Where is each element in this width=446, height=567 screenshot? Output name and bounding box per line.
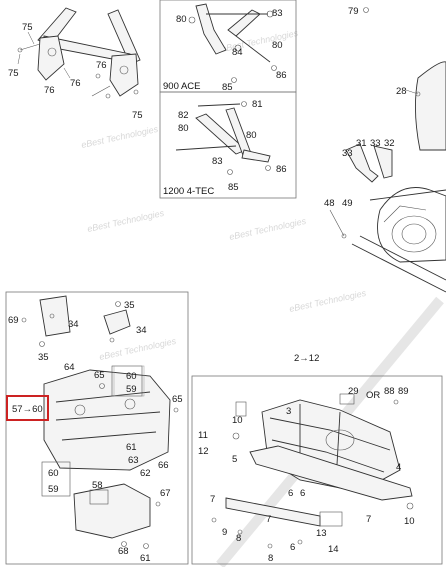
callout-86: 86 — [276, 70, 287, 81]
tec-tie-rods — [175, 101, 271, 175]
watermark: eBest Technologies — [86, 208, 165, 234]
callout-62: 62 — [140, 468, 151, 479]
watermark: eBest Technologies — [80, 124, 159, 150]
callout-89: 89 — [398, 386, 409, 397]
callout-57-60[interactable]: 57→60 — [12, 404, 43, 415]
callout-6: 6 — [290, 542, 295, 553]
callout-6: 6 — [300, 488, 305, 499]
watermark: eBest Technologies — [228, 216, 307, 242]
callout-79: 79 — [348, 6, 359, 17]
callout-85: 85 — [228, 182, 239, 193]
inset-front-bulkhead — [5, 291, 189, 565]
callout-8: 8 — [236, 533, 241, 544]
callout-34: 34 — [68, 319, 79, 330]
callout-84: 84 — [232, 47, 243, 58]
callout-6: 6 — [288, 488, 293, 499]
callout-85: 85 — [222, 82, 233, 93]
callout-64: 64 — [64, 362, 75, 373]
chassis-assembly — [329, 61, 446, 293]
callout-5: 5 — [232, 454, 237, 465]
callout-83: 83 — [212, 156, 223, 167]
watermark: eBest Technologies — [288, 288, 367, 314]
callout-76: 76 — [44, 85, 55, 96]
caption-900-ace: 900 ACE — [163, 81, 201, 92]
callout-67: 67 — [160, 488, 171, 499]
callout-76: 76 — [96, 60, 107, 71]
callout-66: 66 — [158, 460, 169, 471]
callout-60: 60 — [48, 468, 59, 479]
callout-7: 7 — [266, 514, 271, 525]
callout-33: 33 — [370, 138, 381, 149]
callout-or: OR — [366, 390, 380, 401]
callout-10: 10 — [232, 415, 243, 426]
callout-86: 86 — [276, 164, 287, 175]
callout-81: 81 — [252, 99, 263, 110]
front-frame-parts — [211, 393, 414, 549]
callout-14: 14 — [328, 544, 339, 555]
callout-88: 88 — [384, 386, 395, 397]
callout-60: 60 — [126, 371, 137, 382]
callout-48: 48 — [324, 198, 335, 209]
callout-49: 49 — [342, 198, 353, 209]
callout-13: 13 — [316, 528, 327, 539]
callout-9: 9 — [222, 527, 227, 538]
callout-7: 7 — [366, 514, 371, 525]
callout-83: 83 — [272, 8, 283, 19]
callout-34: 34 — [136, 325, 147, 336]
callout-65: 65 — [172, 394, 183, 405]
callout-59: 59 — [48, 484, 59, 495]
bulkhead-parts — [21, 295, 179, 549]
callout-61: 61 — [140, 553, 151, 564]
callout-35: 35 — [38, 352, 49, 363]
highlight-box[interactable] — [6, 395, 49, 421]
callout-63: 63 — [128, 455, 139, 466]
callout-61: 61 — [126, 442, 137, 453]
callout-75: 75 — [22, 22, 33, 33]
callout-65: 65 — [94, 370, 105, 381]
callout-10: 10 — [404, 516, 415, 527]
callout-80: 80 — [246, 130, 257, 141]
callout-32: 32 — [384, 138, 395, 149]
callout-82: 82 — [178, 110, 189, 121]
inset-front-frame — [191, 375, 443, 565]
callout-11: 11 — [198, 430, 208, 441]
ref-box-60-59 — [113, 365, 145, 397]
callout-4: 4 — [396, 462, 401, 473]
callout-75: 75 — [132, 110, 143, 121]
callout-68: 68 — [118, 546, 129, 557]
caption-1200-4tec: 1200 4-TEC — [163, 186, 214, 197]
callout-29: 29 — [348, 386, 359, 397]
callout-7: 7 — [210, 494, 215, 505]
callout-2-12: 2→12 — [294, 353, 319, 364]
rear-frame-assembly — [17, 7, 141, 99]
callout-75: 75 — [8, 68, 19, 79]
callout-28: 28 — [396, 86, 407, 97]
callout-59: 59 — [126, 384, 137, 395]
callout-8: 8 — [268, 553, 273, 564]
inset-1200-4tec — [159, 91, 297, 199]
callout-80: 80 — [178, 123, 189, 134]
callout-80: 80 — [176, 14, 187, 25]
callout-58: 58 — [92, 480, 103, 491]
ace-tie-rods — [188, 3, 277, 83]
callout-76: 76 — [70, 78, 81, 89]
callout-31: 31 — [356, 138, 367, 149]
callout-12: 12 — [198, 446, 209, 457]
callout-80: 80 — [272, 40, 283, 51]
callout-69: 69 — [8, 315, 19, 326]
callout-3: 3 — [286, 406, 291, 417]
callout-33: 33 — [342, 148, 353, 159]
callout-35: 35 — [124, 300, 135, 311]
